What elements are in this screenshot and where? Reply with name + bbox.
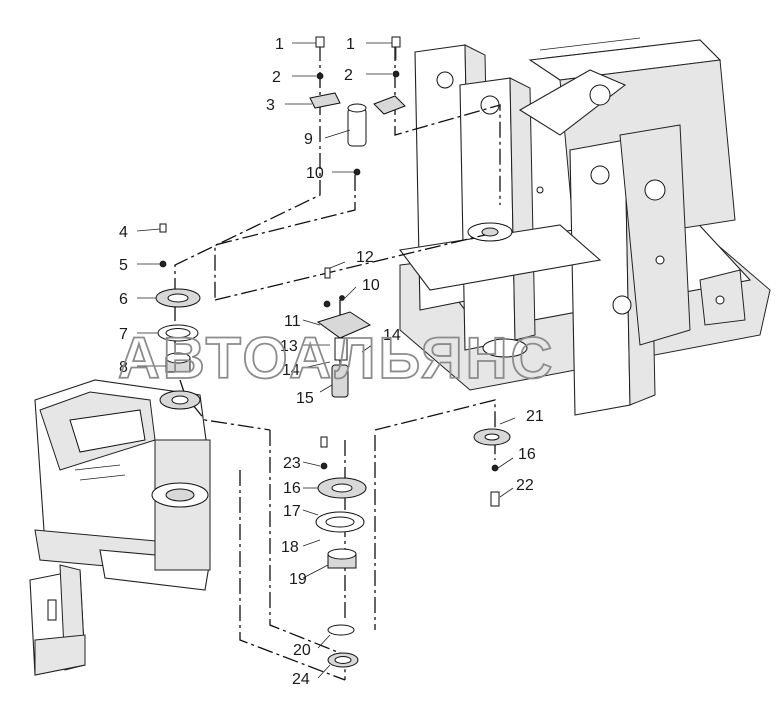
callout-7: 7 <box>119 326 128 343</box>
callout-6: 6 <box>119 291 128 308</box>
callout-17: 17 <box>283 503 301 520</box>
callout-5: 5 <box>119 257 128 274</box>
main-frame-assembly <box>399 37 771 416</box>
hardware-parts <box>155 36 511 668</box>
callout-16b: 16 <box>518 446 536 463</box>
callout-23: 23 <box>283 455 301 472</box>
callout-11: 11 <box>284 313 301 330</box>
callout-1b: 1 <box>346 36 355 53</box>
callout-24: 24 <box>292 671 310 688</box>
callout-15: 15 <box>296 390 314 407</box>
watermark-text: АВТОАЛЬЯНС <box>118 326 555 391</box>
leader-lines <box>136 42 516 679</box>
callout-19: 19 <box>289 571 307 588</box>
callout-16a: 16 <box>283 480 301 497</box>
callout-4: 4 <box>119 224 128 241</box>
callout-21: 21 <box>526 408 544 425</box>
callout-12: 12 <box>356 249 374 266</box>
articulated-frame-section <box>29 379 211 676</box>
callout-13: 13 <box>280 338 298 355</box>
callout-10b: 10 <box>362 277 380 294</box>
callout-9: 9 <box>304 131 313 148</box>
callout-20: 20 <box>293 642 311 659</box>
callout-2b: 2 <box>344 67 353 84</box>
callout-1a: 1 <box>275 36 284 53</box>
callout-14b: 14 <box>383 327 401 344</box>
callout-22: 22 <box>516 477 534 494</box>
callout-3: 3 <box>266 97 275 114</box>
callout-8: 8 <box>119 359 128 376</box>
callout-14a: 14 <box>282 362 300 379</box>
callout-18: 18 <box>281 539 299 556</box>
callout-labels: 1 1 2 2 3 9 10 4 5 6 7 8 12 10 11 13 14 … <box>119 36 544 688</box>
callout-2a: 2 <box>272 69 281 86</box>
callout-10a: 10 <box>306 165 324 182</box>
